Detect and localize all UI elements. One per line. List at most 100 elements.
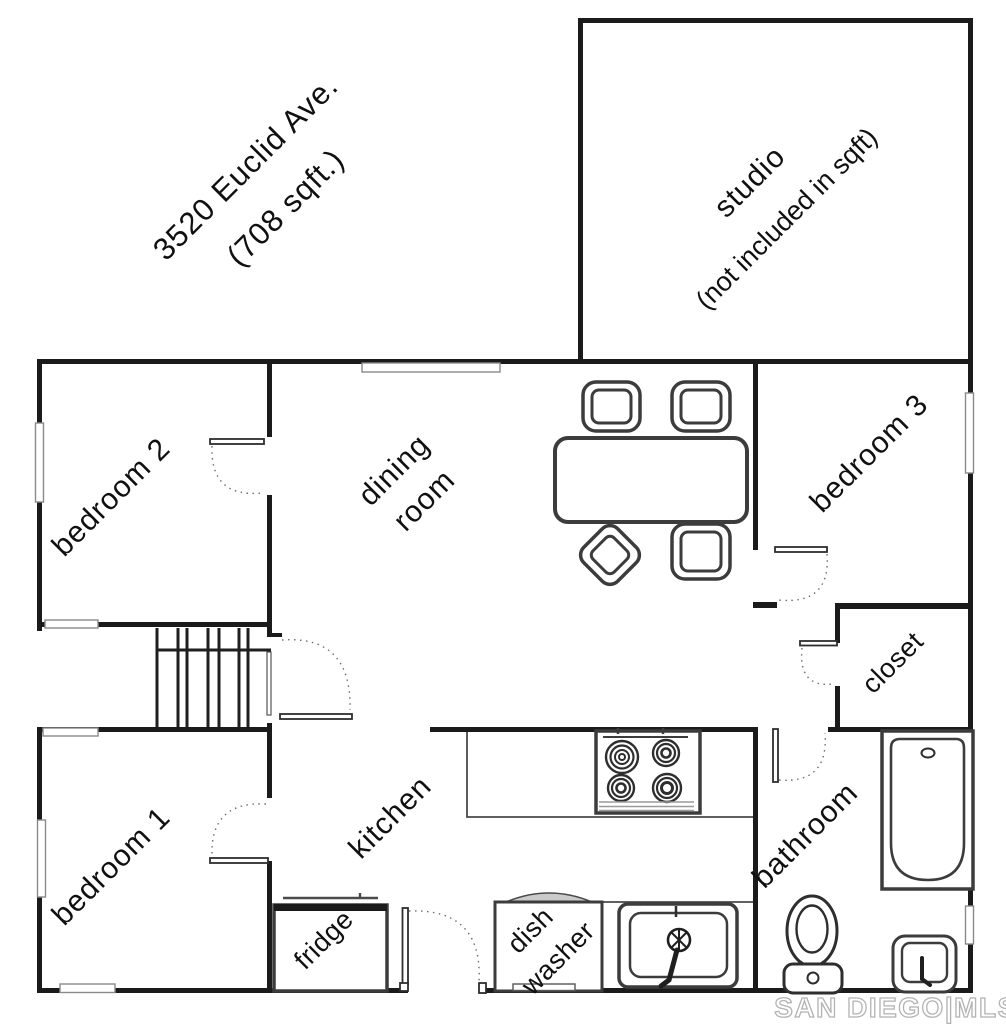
door-arc-entry (408, 910, 480, 983)
dishwasher (493, 892, 604, 993)
wall-center-lower-a (267, 723, 272, 798)
door-leaf-bedroom3 (774, 546, 828, 553)
burner-rear-left (606, 773, 636, 803)
bath-sink-basin (900, 941, 949, 984)
dining-set (553, 380, 749, 587)
kitchen-sink (617, 902, 739, 989)
burner-ring (660, 747, 672, 759)
wall-studio-left (578, 18, 583, 364)
stove-front-vents (599, 801, 694, 812)
chair-inner (589, 534, 631, 576)
door-leaf-bedroom1 (209, 857, 269, 864)
window-bedroom2-bottom (44, 619, 99, 629)
burner-ring (618, 753, 626, 761)
dishwasher-handle (512, 983, 576, 992)
wall-center-upper (267, 359, 272, 437)
dining-chair-bottom-right (670, 522, 732, 581)
burner-ring (614, 749, 630, 765)
wall-closet-left-upper (835, 609, 840, 643)
wall-closet-top (835, 603, 973, 609)
tub-drain (920, 747, 936, 759)
door-leaf-closet (799, 640, 838, 647)
wall-bathroom-left (753, 727, 758, 993)
wall-studio-top (578, 18, 973, 23)
wall-closet-left-lower (835, 686, 840, 731)
burner-ring (660, 781, 674, 795)
closet-label: closet (856, 626, 929, 699)
burner-ring (609, 744, 635, 770)
window-bathroom-right (964, 905, 975, 945)
door-arc-hall (281, 639, 351, 711)
bathroom-label: bathroom (746, 776, 865, 895)
burner-ring (606, 773, 636, 803)
burner-ring (651, 738, 681, 768)
dining-chair-top-left (581, 380, 642, 433)
fridge (272, 893, 389, 993)
fridge-handle (283, 893, 378, 900)
door-arc-closet (800, 647, 834, 686)
wall-center-mid (267, 495, 272, 637)
address-label: 3520 Euclid Ave. (708 sqft.) (146, 68, 351, 273)
burner-ring (604, 739, 640, 775)
wall-dining-bedroom3 (753, 359, 758, 550)
wall-kitchen-top (430, 727, 755, 732)
labels: 3520 Euclid Ave. (708 sqft.) studio (not… (46, 68, 935, 1001)
toilet-flush-button (806, 971, 820, 985)
staircase (155, 628, 271, 727)
dining-chair-top-right (670, 380, 732, 433)
dishwasher-body (493, 900, 604, 993)
wall-bottom-left (37, 988, 408, 993)
windows (34, 362, 975, 994)
bathroom-fixtures (782, 729, 975, 995)
chair-inner (679, 530, 723, 573)
toilet-seat (795, 904, 829, 954)
wall-center-lower-b (267, 861, 272, 993)
kitchen-label: kitchen (343, 770, 439, 866)
dining-chair-bottom-left (578, 523, 642, 587)
door-jamb-entry-left (399, 982, 409, 992)
window-bedroom1-left (36, 819, 47, 898)
stairwell-open-edge (266, 651, 272, 716)
wall-bedroom2-bottom (37, 622, 272, 627)
burner-ring (655, 776, 679, 800)
door-jamb-entry-right (478, 982, 487, 994)
studio-line2: (not included in sqft) (690, 122, 883, 315)
door-leaf-bathroom (772, 728, 779, 783)
burner-ring (615, 782, 627, 794)
door-arc-bedroom2 (211, 445, 263, 495)
window-bedroom1-bottom (59, 983, 116, 994)
dining-table (553, 436, 749, 524)
window-bedroom2-left (34, 422, 45, 503)
door-arc-bathroom (778, 732, 826, 781)
kitchen-counter (466, 732, 753, 818)
window-bedroom1-top (42, 727, 99, 737)
window-dining-top (361, 362, 501, 373)
bedroom1-label: bedroom 1 (46, 801, 177, 932)
wall-bedroom3-bottom-stub (753, 602, 777, 608)
bedroom3-label: bedroom 3 (804, 388, 935, 519)
faucet-wheel-spokes (670, 929, 688, 951)
kitchen-fixtures (272, 728, 753, 993)
dining-label: dining room (352, 428, 462, 538)
bathroom-sink (891, 934, 958, 994)
window-bedroom3-right (964, 392, 975, 474)
door-arc-bedroom1 (211, 803, 267, 857)
wall-right-exterior (968, 18, 973, 993)
wall-bottom-right (482, 988, 973, 993)
wall-bedroom1-top (37, 727, 272, 732)
bathtub (880, 729, 975, 891)
tub-basin (889, 737, 966, 882)
mls-watermark: SAN DIEGO|MLS (774, 992, 1006, 1023)
stove (594, 728, 702, 815)
chair-inner (679, 388, 723, 425)
faucet-stem (658, 947, 680, 989)
door-arc-bedroom3 (778, 553, 828, 602)
studio-label: studio (not included in sqft) (690, 122, 883, 315)
burner-front-left (604, 739, 640, 775)
wall-hall-door-jamb (272, 633, 282, 637)
stove-body (594, 729, 702, 815)
door-leaf-bedroom2 (209, 438, 265, 445)
door-leaf-entry (401, 907, 409, 986)
